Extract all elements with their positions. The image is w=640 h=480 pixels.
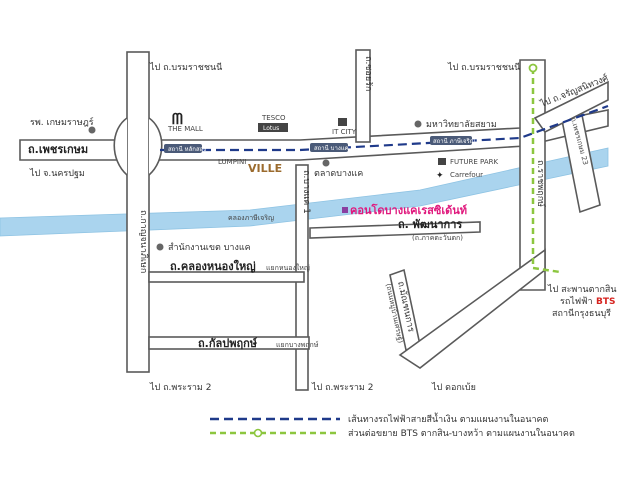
tesco-lotus: Lotus <box>263 125 279 132</box>
station-badge-1 <box>164 144 202 153</box>
district-office-label: สำนักงานเขต บางแค <box>168 242 251 253</box>
bts-brand: BTS <box>596 297 615 307</box>
the-mall-label: THE MALL <box>167 125 203 133</box>
kanlapaphruek-junction: แยกบางพฤกษ์ <box>276 341 319 349</box>
future-park-label: FUTURE PARK <box>450 158 498 166</box>
it-city-icon <box>338 118 347 126</box>
it-city-label: IT CITY <box>332 128 357 136</box>
district-office-marker <box>156 243 164 251</box>
kanchanaphisek-road <box>126 51 150 373</box>
interchange-loop <box>113 117 163 176</box>
phatthanakan-road <box>309 221 481 239</box>
dir-rama2-mid: ไป ถ.พระราม 2 <box>311 382 373 393</box>
tesco-top: TESCO <box>261 114 286 122</box>
hospital-marker <box>88 126 96 134</box>
dir-dokmai: ไป ดอกเบ้ย <box>431 382 476 393</box>
ratchaphruek-label: ถ.ราชพฤกษ์ <box>535 160 547 207</box>
lumpini-top: LUMPINI <box>218 158 246 166</box>
dir-boromrat-right: ไป ถ.บรมราชชนนี <box>447 62 520 73</box>
talat-bang-khae-label: ตลาดบางแค <box>314 169 363 179</box>
legend-mrt-label: เส้นทางรถไฟฟ้าสายสีน้ำเงิน ตามแผนงานในอน… <box>348 412 549 425</box>
kanchanaphisek-label: ถ.กาญจนาภิเษก <box>138 210 149 273</box>
legend-bts-label: ส่วนต่อขยาย BTS ตากสิน-บางหว้า ตามแผนงาน… <box>348 428 575 439</box>
dir-rama2-left: ไป ถ.พระราม 2 <box>149 382 211 393</box>
lumpini-ville: VILLE <box>248 162 282 175</box>
station-label-2: สถานี บางแค <box>314 144 349 152</box>
bts-station-name: สถานีกรุงธนบุรี <box>552 308 611 319</box>
sayam-university-label: มหาวิทยาลัยสยาม <box>426 119 497 130</box>
kasemrat-hospital-label: รพ. เกษมราษฎร์ <box>30 116 94 128</box>
charansanit-road <box>533 80 609 134</box>
bts-to-taksin: ไป สะพานตากสิน <box>547 284 617 295</box>
station-badge-2 <box>310 143 348 152</box>
bts-station-marker <box>528 63 538 73</box>
the-mall-logo: ᗰ <box>172 110 183 128</box>
project-marker <box>342 207 348 213</box>
lotus-badge <box>258 123 288 132</box>
canal-label: คลองภาษีเจริญ <box>228 214 274 222</box>
bang-khae-1-label: ถ.บางแค 1 <box>301 170 311 214</box>
rama2-road <box>398 248 546 369</box>
future-park-icon <box>438 158 446 165</box>
kanlapaphruek-label: ถ.กัลปพฤกษ์ <box>198 337 258 350</box>
mrt-line <box>160 104 609 152</box>
carrefour-label: Carrefour <box>450 171 483 179</box>
soi-rak-road <box>355 49 371 143</box>
phatthanakan-label: ถ. พัฒนาการ <box>398 218 462 231</box>
soi-rak-label: ถ.ซอยรัก <box>363 56 373 91</box>
klong-nong-yai-junction: แยกหนองใหญ่ <box>266 263 310 272</box>
station-label-1: สถานี หลักสอง <box>168 145 206 153</box>
station-badge-3 <box>430 136 472 145</box>
klong-nong-yai-road <box>148 271 305 283</box>
dir-boromrat-left: ไป ถ.บรมราชชนนี <box>149 62 222 73</box>
phatthanakan-sub: (ถ.ภาคตะวันตก) <box>412 234 463 242</box>
dir-nakhonpathom: ไป จ.นครปฐม <box>29 168 85 179</box>
sayam-university-marker <box>414 120 422 128</box>
phetkasem-label: ถ.เพชรเกษม <box>28 143 88 156</box>
legend-bts-marker <box>253 428 263 438</box>
station-label-3: สถานี ภาษีเจริญ <box>433 137 475 145</box>
project-label: คอนโดบางแคเรสซิเด้นท์ <box>350 203 467 217</box>
talat-bang-khae-marker <box>322 159 330 167</box>
kanlapaphruek-road <box>148 336 310 350</box>
carrefour-icon: ✦ <box>436 171 444 181</box>
bts-train-label: รถไฟฟ้า <box>560 296 593 307</box>
klong-nong-yai-label: ถ.คลองหนองใหญ่ <box>170 259 256 273</box>
bts-line <box>531 68 561 274</box>
